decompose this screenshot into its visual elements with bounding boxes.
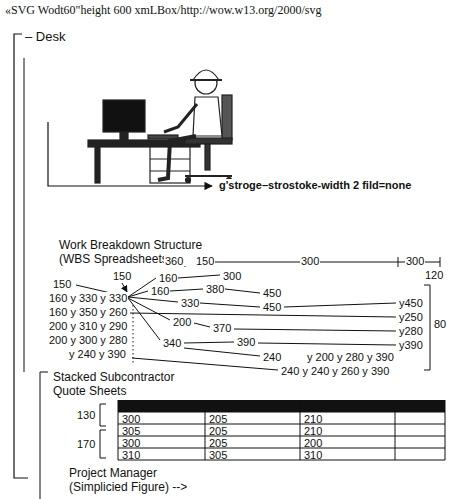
section-label: Project Manager (Simplicied Figure) --> — [68, 466, 212, 494]
table-cell: 205 — [209, 426, 227, 436]
callout-number: 160 — [158, 272, 178, 285]
quote-table — [100, 400, 445, 460]
section-label: Stacked Subcontractor Quote Sheets — [52, 370, 189, 398]
callout-number: y280 — [398, 325, 424, 338]
value-row: y 240 y 390 — [68, 348, 127, 361]
table-cell: 205 — [209, 414, 227, 424]
dimension-number: 130 — [76, 409, 96, 422]
callout-number: 150 — [112, 270, 132, 283]
callout-number: 300 — [222, 270, 242, 283]
callout-number: y390 — [398, 339, 424, 352]
table-cell: 310 — [122, 450, 140, 460]
value-row: 160 y 330 y 330 — [48, 292, 128, 305]
callout-number: 340 — [162, 337, 182, 350]
table-cell: 305 — [209, 450, 227, 460]
callout-number: 240 — [262, 351, 282, 364]
dimension-number: 150 — [195, 255, 215, 268]
value-row: 200 y 310 y 290 — [48, 320, 128, 333]
value-row: y 200 y 280 y 390 — [306, 351, 395, 364]
callout-number: 450 — [262, 301, 282, 314]
dimension-number: 170 — [76, 438, 96, 451]
desk-illustration — [88, 70, 232, 183]
callout-number: 370 — [212, 322, 232, 335]
dimension-number: 300 — [405, 255, 425, 268]
leader-arrow — [48, 122, 212, 186]
table-cell: 310 — [304, 450, 322, 460]
table-cell: 205 — [209, 438, 227, 448]
section-label: – Desk — [24, 29, 66, 44]
dimension-bracket — [424, 285, 430, 370]
table-cell: 200 — [304, 438, 322, 448]
table-cell: 210 — [304, 414, 322, 424]
callout-number: y450 — [398, 297, 424, 310]
value-row: 240 y 240 y 260 y 390 — [280, 365, 390, 378]
section-label: Work Breakdown Structure (WBS Spreadshee… — [58, 238, 210, 266]
table-cell: 305 — [122, 426, 140, 436]
table-cell: 210 — [304, 426, 322, 436]
quote-bracket — [40, 372, 48, 499]
dimension-number: 120 — [424, 269, 444, 282]
markup-text: «SVG Wodt60"height 600 xmLBox/http://wow… — [4, 3, 322, 17]
dimension-number: 80 — [433, 318, 447, 331]
value-row: 200 y 300 y 280 — [48, 334, 128, 347]
dimension-number: 360 — [164, 255, 184, 268]
callout-number: 450 — [262, 287, 282, 300]
table-cell: 300 — [122, 414, 140, 424]
callout-number: 200 — [172, 316, 192, 329]
value-row: 160 y 350 y 260 — [48, 306, 128, 319]
inner-bracket — [24, 58, 25, 372]
callout-number: y250 — [398, 311, 424, 324]
markup-note: g'stroge–strostoke-width 2 fild=none — [218, 179, 412, 192]
callout-number: 390 — [236, 336, 256, 349]
callout-number: 150 — [52, 278, 72, 291]
callout-number: 380 — [205, 283, 225, 296]
dimension-number: 300 — [300, 255, 320, 268]
table-cell: 300 — [122, 438, 140, 448]
outer-bracket — [14, 34, 28, 478]
callout-number: 160 — [150, 285, 170, 298]
callout-number: 330 — [180, 297, 200, 310]
